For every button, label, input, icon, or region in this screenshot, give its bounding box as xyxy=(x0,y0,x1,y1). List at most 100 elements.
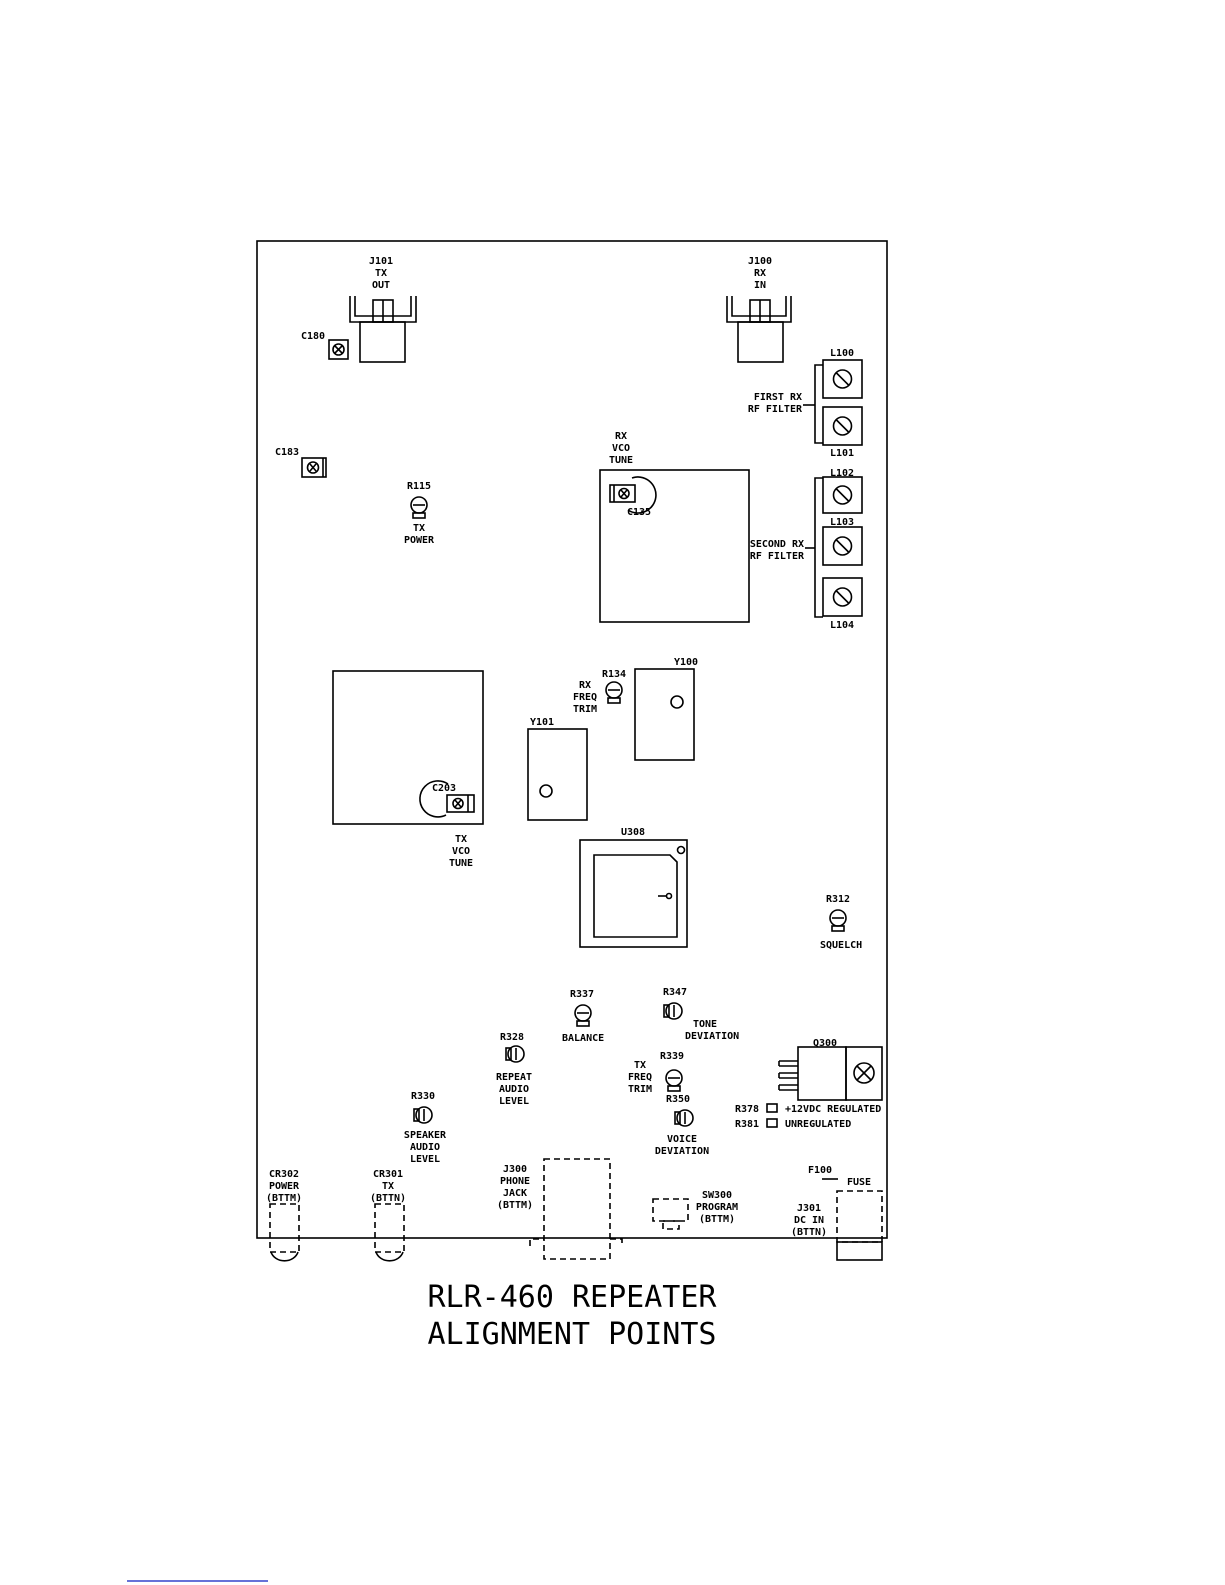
r115-label-2: TX xyxy=(413,523,425,534)
y101-label: Y101 xyxy=(530,717,554,728)
pcb-outline xyxy=(256,240,888,1239)
r330-pot-icon xyxy=(413,1106,433,1124)
l102-coil-icon xyxy=(822,476,863,514)
r115-label: R115 xyxy=(407,481,431,492)
sw300-label: SW300 xyxy=(702,1190,732,1201)
j300-label-4: (BTTM) xyxy=(497,1200,533,1211)
rx-vco-label: RX xyxy=(615,431,627,442)
r350-pot-icon xyxy=(674,1109,694,1127)
rx-freq-label: RX xyxy=(579,680,591,691)
l102-label: L102 xyxy=(830,468,854,479)
caption-title: RLR-460 REPEATER xyxy=(428,1280,718,1315)
r312-pot-icon xyxy=(829,909,847,932)
j101-label-3: OUT xyxy=(372,280,390,291)
l100-label: L100 xyxy=(830,348,854,359)
cr301-label-3: (BTTN) xyxy=(370,1193,406,1204)
c180-trimmer-icon xyxy=(328,339,349,360)
fuse-label: FUSE xyxy=(847,1177,871,1188)
r337-label: R337 xyxy=(570,989,594,1000)
c183-trimmer-icon xyxy=(301,457,327,478)
c203-label: C203 xyxy=(432,783,456,794)
l100-coil-icon xyxy=(822,359,863,399)
j101-label: J101 xyxy=(369,256,393,267)
rx-freq-label-3: TRIM xyxy=(573,704,597,715)
second-rx-label-2: RF FILTER xyxy=(750,551,805,562)
j100-label: J100 xyxy=(748,256,772,267)
r337-pot-icon xyxy=(574,1004,592,1027)
j101-label-2: TX xyxy=(375,268,387,279)
caption-subtitle: ALIGNMENT POINTS xyxy=(428,1317,717,1352)
c180-label: C180 xyxy=(301,331,325,342)
r328-label: R328 xyxy=(500,1032,524,1043)
first-rx-label-2: RF FILTER xyxy=(748,404,803,415)
j301-label-3: (BTTN) xyxy=(791,1227,827,1238)
j100-label-2: RX xyxy=(754,268,766,279)
j100-connector xyxy=(726,296,792,363)
r328-label-3: AUDIO xyxy=(499,1084,529,1095)
r347-label: R347 xyxy=(663,987,687,998)
l101-coil-icon xyxy=(822,406,863,446)
tone-dev-label: TONE xyxy=(693,1019,717,1030)
unregulated-label: UNREGULATED xyxy=(785,1119,851,1130)
tx-freq-label: TX xyxy=(634,1060,646,1071)
u308-label: U308 xyxy=(621,827,645,838)
tx-vco-label-2: VCO xyxy=(452,846,470,857)
r134-label: R134 xyxy=(602,669,626,680)
y101-crystal xyxy=(527,728,588,821)
r378-label: R378 xyxy=(735,1104,759,1115)
r330-label-4: LEVEL xyxy=(410,1154,440,1165)
tx-freq-label-3: TRIM xyxy=(628,1084,652,1095)
tone-dev-label-2: DEVIATION xyxy=(685,1031,739,1042)
rx-freq-label-2: FREQ xyxy=(573,692,597,703)
r381-pad xyxy=(766,1118,778,1128)
cr301-led-icon xyxy=(374,1203,405,1262)
cr302-label-2: POWER xyxy=(269,1181,300,1192)
q300-label: Q300 xyxy=(813,1038,837,1049)
r330-label: R330 xyxy=(411,1091,435,1102)
voice-dev-label: VOICE xyxy=(667,1134,697,1145)
cr302-label-3: (BTTM) xyxy=(266,1193,302,1204)
r330-label-3: AUDIO xyxy=(410,1142,440,1153)
sw300-label-2: PROGRAM xyxy=(696,1202,738,1213)
j300-jack xyxy=(529,1158,623,1260)
l104-label: L104 xyxy=(830,620,854,631)
j301-label-2: DC IN xyxy=(794,1215,824,1226)
balance-label: BALANCE xyxy=(562,1033,604,1044)
r378-pad xyxy=(766,1103,778,1113)
sw300-switch xyxy=(652,1198,689,1230)
squelch-label: SQUELCH xyxy=(820,940,862,951)
j301-label: J301 xyxy=(797,1203,821,1214)
j300-label: J300 xyxy=(503,1164,527,1175)
sw300-label-3: (BTTM) xyxy=(699,1214,735,1225)
cr301-label-2: TX xyxy=(382,1181,394,1192)
r381-label: R381 xyxy=(735,1119,759,1130)
r328-label-2: REPEAT xyxy=(496,1072,532,1083)
u308-ic xyxy=(579,839,688,948)
r134-pot-icon xyxy=(605,681,623,704)
j300-label-3: JACK xyxy=(503,1188,527,1199)
j300-label-2: PHONE xyxy=(500,1176,530,1187)
r339-label: R339 xyxy=(660,1051,684,1062)
l101-label: L101 xyxy=(830,448,854,459)
regulated-label: +12VDC REGULATED xyxy=(785,1104,881,1115)
tx-vco-label: TX xyxy=(455,834,467,845)
j100-label-3: IN xyxy=(754,280,766,291)
r350-label: R350 xyxy=(666,1094,690,1105)
y100-crystal xyxy=(634,668,695,761)
y100-marker-icon xyxy=(670,695,684,709)
first-rx-label: FIRST RX xyxy=(754,392,802,403)
tx-vco-label-3: TUNE xyxy=(449,858,473,869)
f100-label: F100 xyxy=(808,1165,832,1176)
c135-label: C135 xyxy=(627,507,651,518)
voice-dev-label-2: DEVIATION xyxy=(655,1146,709,1157)
r328-label-4: LEVEL xyxy=(499,1096,529,1107)
tx-freq-label-2: FREQ xyxy=(628,1072,652,1083)
second-rx-label: SECOND RX xyxy=(750,539,804,550)
l103-label: L103 xyxy=(830,517,854,528)
cr302-led-icon xyxy=(269,1203,300,1262)
r347-pot-icon xyxy=(663,1002,683,1020)
r328-pot-icon xyxy=(505,1045,525,1063)
r339-pot-icon xyxy=(665,1069,683,1092)
q300-regulator xyxy=(778,1046,883,1101)
